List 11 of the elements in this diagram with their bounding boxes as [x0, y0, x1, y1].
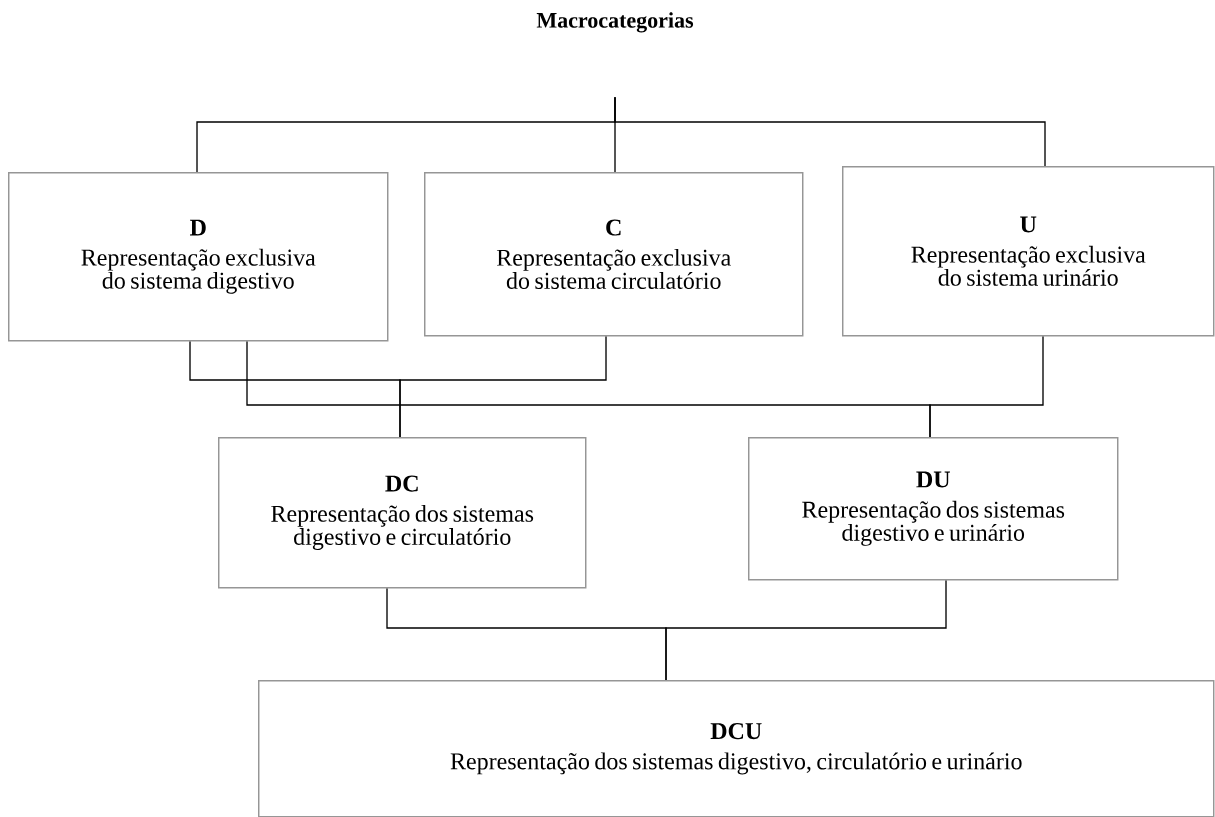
connector — [614, 96, 1046, 167]
connector — [665, 579, 947, 681]
connector — [929, 335, 1044, 438]
title-text: Macrocategorias — [536, 12, 694, 33]
category-box: C Representação exclusiva do sistema circulatório — [424, 172, 804, 337]
category-box: DCU Representação dos sistemas digestivo, circulatório e urinário — [258, 680, 1215, 817]
category-box: D Representação exclusiva do sistema digestivo — [8, 172, 389, 342]
category-box: DU Representação dos sistemas digestivo e urinário — [748, 437, 1119, 581]
connector — [399, 335, 607, 438]
category-box: DC Representação dos sistemas digestivo e circulatório — [218, 437, 587, 589]
category-box: U Representação exclusiva do sistema urinário — [842, 166, 1215, 337]
